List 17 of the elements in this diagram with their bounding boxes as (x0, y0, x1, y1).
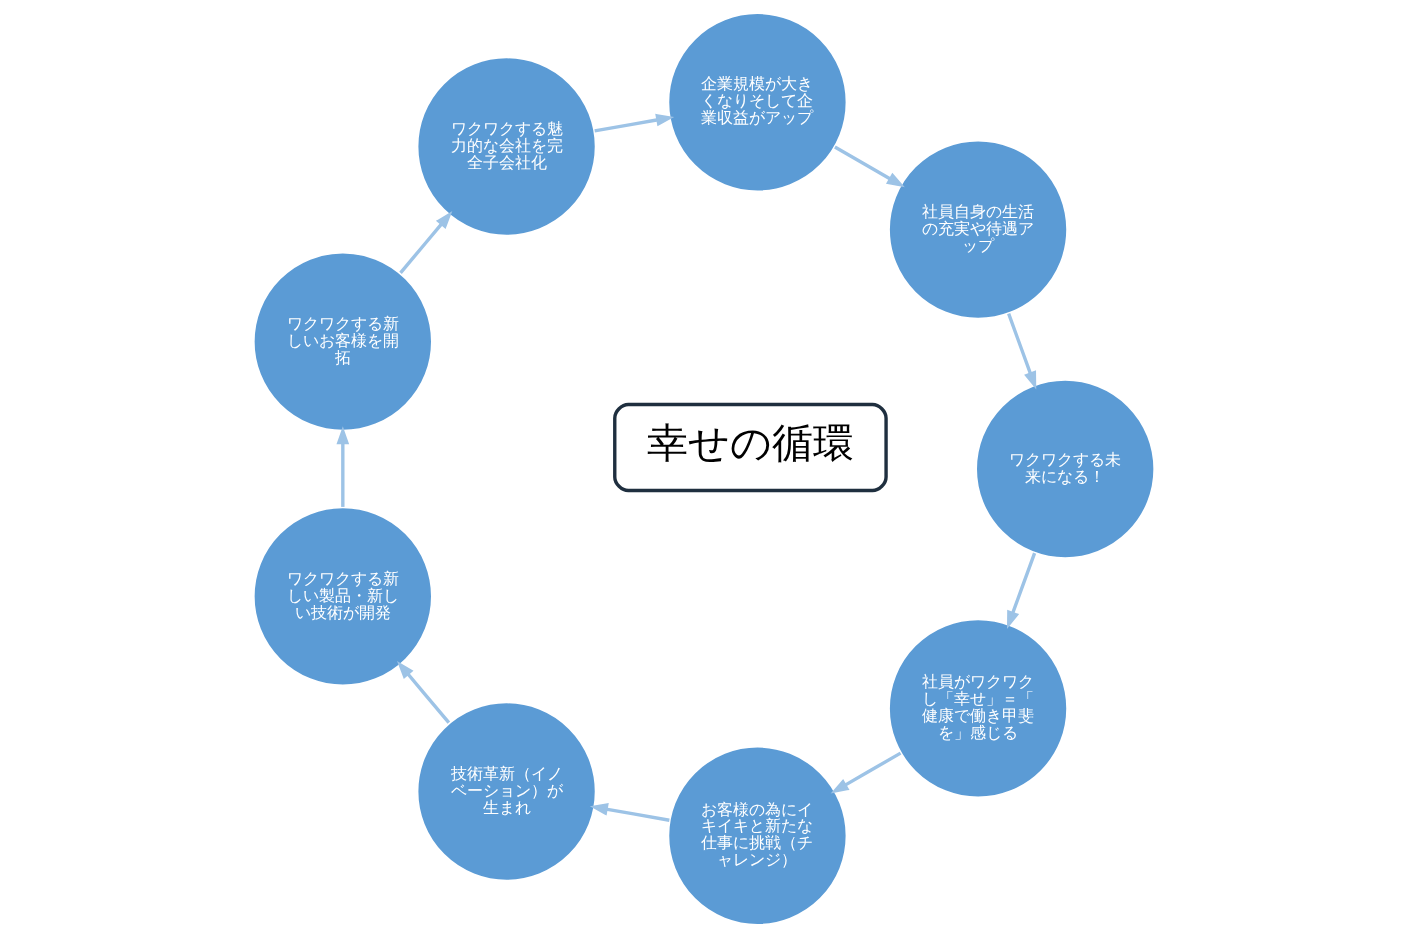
node-circle: 技術革新（イノベーション）が生まれ (415, 701, 597, 882)
arrow (593, 113, 674, 133)
node-circle: ワクワクする魅力的な会社を完全子会社化 (415, 56, 597, 237)
node-circle: 企業規模が大きくなりそして企業収益がアップ (666, 11, 848, 193)
arrow (1006, 313, 1036, 390)
node-circle: ワクワクする未来になる！ (974, 378, 1156, 560)
node-box: 幸せの循環 (612, 402, 888, 493)
arrow (830, 751, 901, 794)
arrow (336, 426, 349, 507)
arrow (833, 145, 905, 188)
node-circle: 社員がワクワクし「幸せ」＝「健康で働き甲斐を」感じる (887, 617, 1068, 799)
node-circle: ワクワクする新しいお客様を開拓 (251, 251, 433, 433)
arrow (1006, 552, 1036, 629)
node-circle: ワクワクする新しい製品・新しい技術が開発 (251, 505, 433, 687)
arrow (589, 803, 670, 822)
arrow (398, 211, 452, 274)
arrow (396, 660, 450, 724)
